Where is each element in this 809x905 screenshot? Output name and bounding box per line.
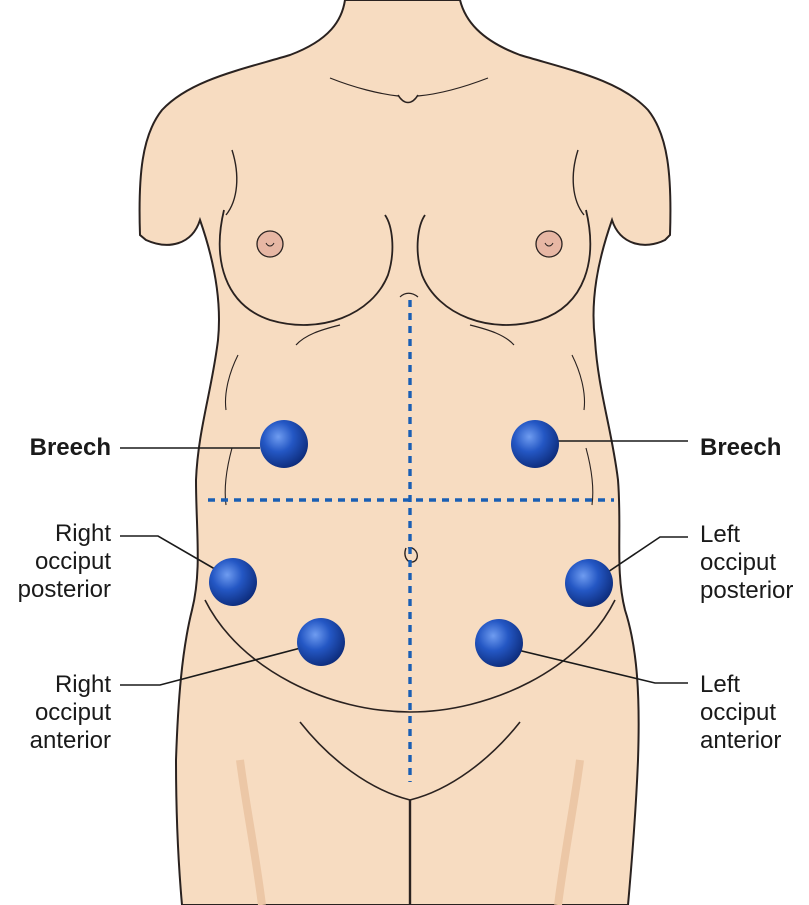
label-roa-line1: Right (54, 671, 111, 698)
flank-crease-right (224, 354, 239, 411)
loa-marker (475, 619, 523, 667)
breech-left-marker (511, 420, 559, 468)
label-lop: Left occiput posterior (700, 521, 808, 605)
groin-fold-right (299, 721, 411, 801)
nipple-left-detail (544, 242, 554, 247)
label-lop-line3: posterior (700, 577, 794, 604)
leader-roa (120, 644, 313, 686)
label-lop-line2: occiput (700, 549, 777, 576)
clavicle-left (329, 77, 399, 97)
armpit-crease-left (572, 149, 585, 216)
armpit-crease-right (225, 149, 238, 216)
breast-right (218, 209, 394, 326)
flank-crease-left (571, 354, 586, 411)
flank-lower-left (585, 447, 594, 506)
lop-marker (565, 559, 613, 607)
label-lop-line1: Left (700, 521, 741, 548)
label-roa-line3: anterior (29, 727, 111, 754)
label-loa-line2: occiput (700, 699, 777, 726)
label-rop-line3: posterior (17, 576, 111, 603)
navel (404, 547, 418, 563)
label-rop-line2: occiput (34, 548, 111, 575)
suprasternal-notch (397, 94, 419, 104)
label-loa: Left occiput anterior (700, 671, 805, 755)
groin-fold-left (409, 721, 521, 801)
label-rop: Right occiput posterior (0, 520, 111, 604)
label-rop-line1: Right (54, 520, 111, 547)
label-breech-left-text: Breech (700, 434, 782, 461)
nipple-right-detail (265, 242, 275, 247)
rib-contour-right (295, 324, 341, 346)
sternum-tip (399, 292, 419, 298)
leader-lop (595, 536, 688, 581)
clavicle-right (417, 77, 489, 97)
abdomen-lower-curve (204, 599, 616, 713)
breast-left (416, 209, 592, 326)
rib-contour-left (469, 324, 515, 346)
leader-loa (504, 646, 688, 684)
thigh-line-left (554, 759, 584, 905)
roa-marker (297, 618, 345, 666)
label-loa-line1: Left (700, 671, 741, 698)
label-roa-line2: occiput (34, 699, 111, 726)
nipple-right (256, 230, 284, 258)
rop-marker (209, 558, 257, 606)
label-breech-right-text: Breech (29, 434, 111, 461)
label-roa: Right occiput anterior (0, 671, 111, 755)
label-breech-left: Breech (700, 434, 805, 462)
breech-right-marker (260, 420, 308, 468)
leader-rop (120, 535, 221, 573)
label-breech-right: Breech (8, 434, 111, 462)
nipple-left (535, 230, 563, 258)
torso-body (138, 0, 672, 905)
thigh-line-right (236, 759, 266, 905)
label-loa-line3: anterior (700, 727, 782, 754)
